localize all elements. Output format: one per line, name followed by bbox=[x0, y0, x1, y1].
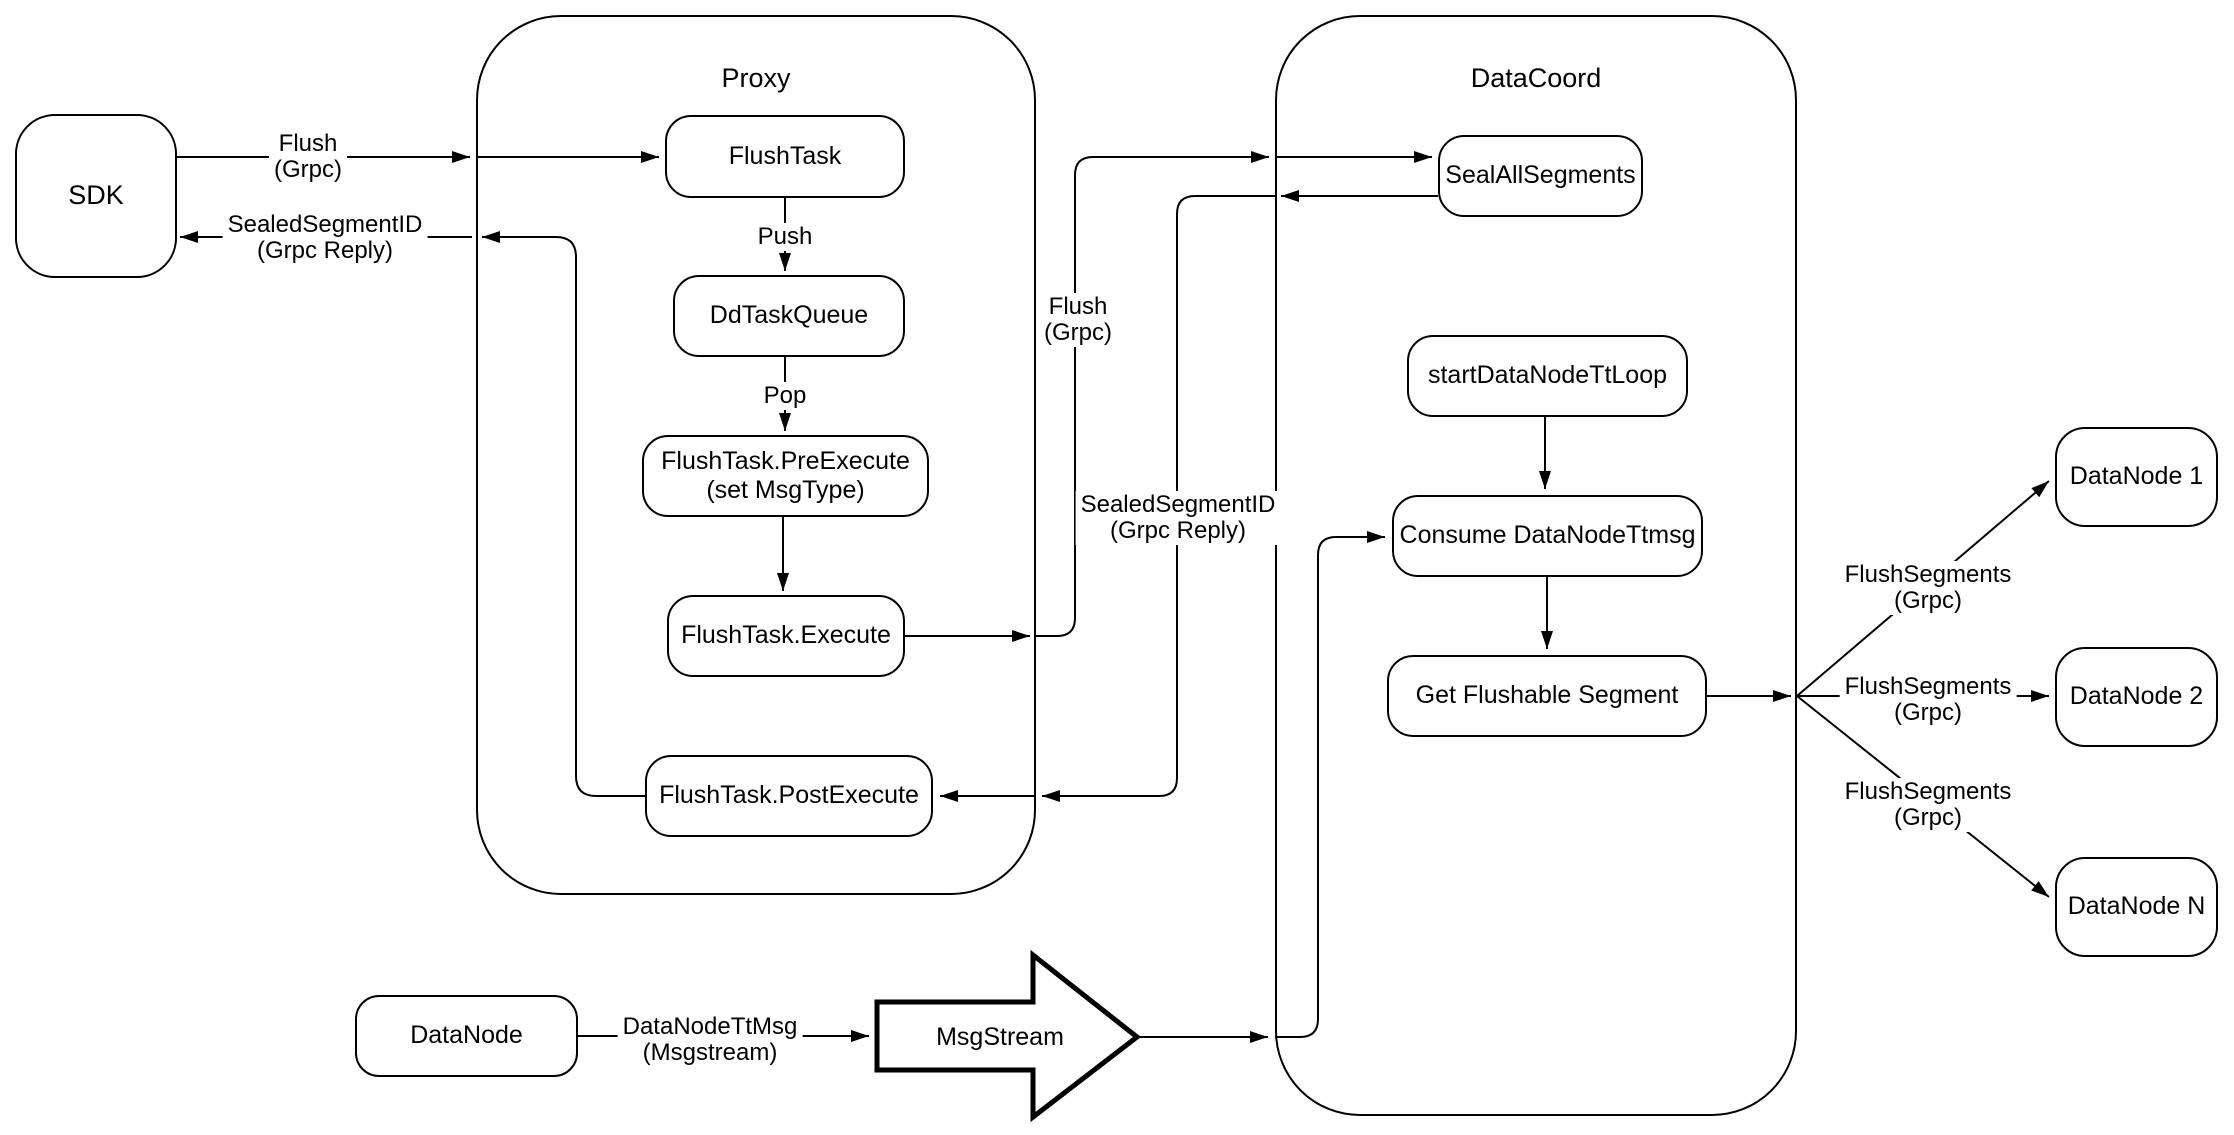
node-get-flushable-segment: Get Flushable Segment bbox=[1387, 655, 1707, 737]
node-sdk: SDK bbox=[15, 114, 177, 278]
label-flush-grpc-mid: Flush (Grpc) bbox=[1039, 293, 1117, 347]
edge-postexecute-to-proxy-border bbox=[482, 231, 645, 797]
node-flushtask-postexecute: FlushTask.PostExecute bbox=[645, 755, 933, 837]
label-flushsegments-2: FlushSegments (Grpc) bbox=[1839, 673, 2017, 727]
proxy-title: Proxy bbox=[721, 63, 791, 93]
edge-flush-to-datacoord-border bbox=[1036, 151, 1269, 637]
node-datanode-2: DataNode 2 bbox=[2055, 647, 2218, 747]
label-msgstream: MsgStream bbox=[936, 1023, 1064, 1051]
label-push: Push bbox=[752, 223, 818, 251]
label-flushsegments-3: FlushSegments (Grpc) bbox=[1839, 778, 2017, 832]
label-datanodettmsg: DataNodeTtMsg (Msgstream) bbox=[617, 1013, 803, 1067]
node-flushtask-execute: FlushTask.Execute bbox=[667, 595, 905, 677]
node-datanode-n: DataNode N bbox=[2055, 857, 2218, 957]
node-flushtask-preexecute: FlushTask.PreExecute (set MsgType) bbox=[642, 435, 929, 517]
label-sealedsegmentid-mid: SealedSegmentID (Grpc Reply) bbox=[1075, 491, 1281, 545]
node-sealallsegments: SealAllSegments bbox=[1438, 135, 1643, 217]
node-consume-datanodettmsg: Consume DataNodeTtmsg bbox=[1392, 495, 1703, 577]
datacoord-title: DataCoord bbox=[1470, 63, 1602, 93]
label-flush-grpc-sdk: Flush (Grpc) bbox=[269, 130, 347, 184]
node-ddtaskqueue: DdTaskQueue bbox=[673, 275, 905, 357]
node-datanode: DataNode bbox=[355, 995, 578, 1077]
msgstream-arrow-shape bbox=[874, 949, 1142, 1123]
node-flushtask: FlushTask bbox=[665, 115, 905, 198]
datacoord-container bbox=[1275, 15, 1797, 1116]
node-datanode-1: DataNode 1 bbox=[2055, 427, 2218, 527]
node-startdatanodettloop: startDataNodeTtLoop bbox=[1407, 335, 1688, 417]
label-flushsegments-1: FlushSegments (Grpc) bbox=[1839, 561, 2017, 615]
label-sealedsegmentid-sdk: SealedSegmentID (Grpc Reply) bbox=[222, 211, 428, 265]
label-pop: Pop bbox=[758, 382, 812, 410]
edge-datacoord-border-to-consume bbox=[1275, 531, 1385, 1038]
proxy-container bbox=[476, 15, 1036, 895]
